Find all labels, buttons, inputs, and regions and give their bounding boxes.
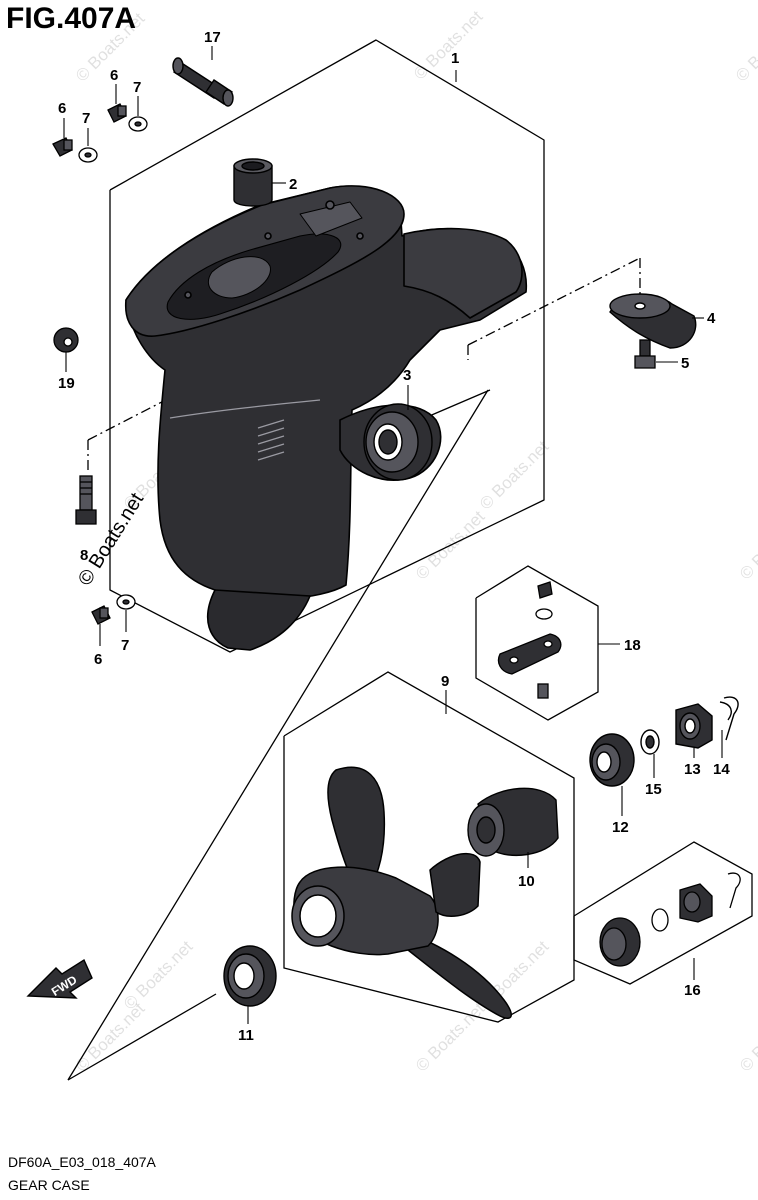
callout-4: 4 xyxy=(707,310,716,327)
spacer xyxy=(589,733,635,787)
callout-5: 5 xyxy=(681,355,689,372)
propeller-kit xyxy=(599,872,741,967)
callout-6: 6 xyxy=(94,651,102,668)
thrust-bushing xyxy=(467,787,559,857)
fin-kit-frame xyxy=(475,565,599,721)
callout-10: 10 xyxy=(518,873,535,890)
gear-case-bolt xyxy=(75,475,97,525)
cap xyxy=(53,327,79,353)
drain-plug xyxy=(52,137,73,157)
gasket xyxy=(116,594,136,610)
cotter-pin xyxy=(719,696,739,741)
callout-11: 11 xyxy=(238,1027,254,1044)
callout-labels: 1 2 3 4 5 6 7 6 7 6 7 8 9 10 11 12 13 14… xyxy=(58,29,730,1044)
callout-1: 1 xyxy=(451,50,459,67)
callout-6: 6 xyxy=(110,67,118,84)
gasket xyxy=(78,147,98,163)
castle-nut xyxy=(675,703,713,749)
callout-3: 3 xyxy=(403,367,411,384)
washer xyxy=(640,729,660,755)
callout-17: 17 xyxy=(204,29,221,46)
fwd-arrow: FWD xyxy=(26,958,93,999)
callout-15: 15 xyxy=(645,781,662,798)
drain-plug xyxy=(107,103,127,123)
propeller-kit-frame xyxy=(573,841,753,985)
callout-18: 18 xyxy=(624,637,641,654)
callout-6: 6 xyxy=(58,100,66,117)
figure-name: GEAR CASE xyxy=(8,1177,90,1193)
callout-7: 7 xyxy=(121,637,129,654)
callout-16: 16 xyxy=(684,982,701,999)
propeller-frame xyxy=(283,671,575,1023)
propeller xyxy=(291,766,512,1020)
trim-tab-bolt xyxy=(634,339,656,369)
gasket xyxy=(128,116,148,132)
callout-2: 2 xyxy=(289,176,297,193)
grommet xyxy=(172,57,234,107)
callout-9: 9 xyxy=(441,673,449,690)
figure-code: DF60A_E03_018_407A xyxy=(8,1154,156,1170)
figure-title: FIG.407A xyxy=(6,2,137,35)
callout-13: 13 xyxy=(684,761,701,778)
callout-7: 7 xyxy=(133,79,141,96)
callout-14: 14 xyxy=(713,761,730,778)
gear-case-frame xyxy=(109,39,545,653)
drain-plug xyxy=(91,605,111,625)
fin-kit xyxy=(497,581,562,699)
bushing xyxy=(233,158,273,207)
thrust-washer xyxy=(223,945,277,1007)
gear-case-body xyxy=(125,185,528,651)
callout-12: 12 xyxy=(612,819,629,836)
callout-8: 8 xyxy=(80,547,88,564)
bearing xyxy=(363,403,433,481)
trim-tab xyxy=(609,293,697,349)
callout-7: 7 xyxy=(82,110,90,127)
callout-19: 19 xyxy=(58,375,75,392)
